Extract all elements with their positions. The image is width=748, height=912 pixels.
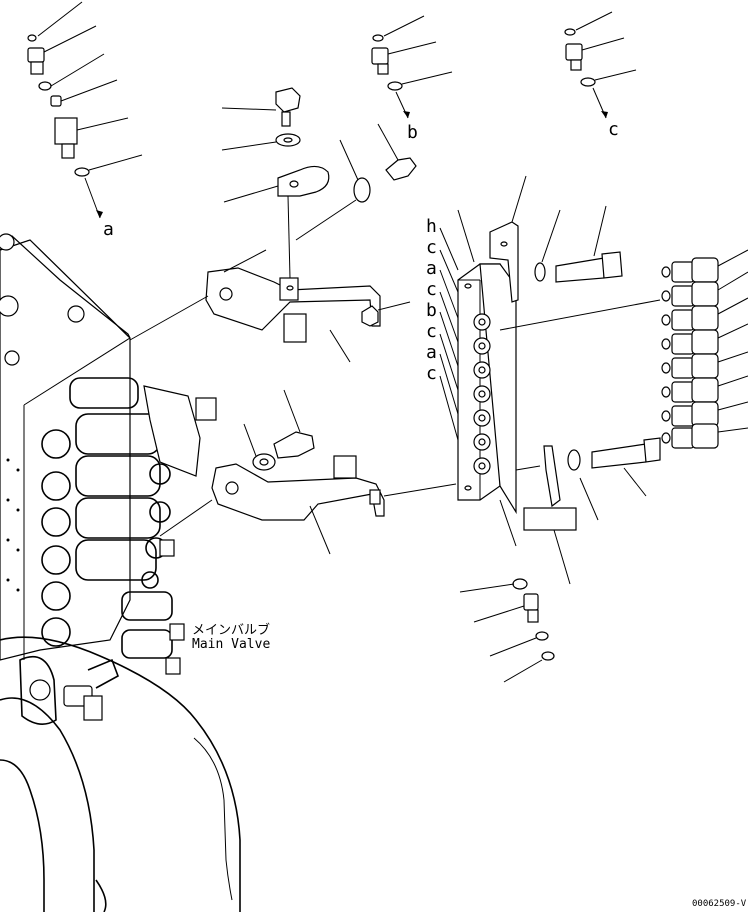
valve-side-holes (6, 458, 20, 592)
manifold-block (457, 209, 661, 547)
lower-frame (0, 636, 241, 912)
port-label-5: b (426, 300, 437, 321)
right-connector-column (661, 249, 748, 449)
drawing-code: 00062509-V (692, 899, 747, 909)
fitting-stack-c: c (564, 11, 637, 140)
fitting-stack-b: b (371, 15, 453, 143)
bottom-fitting-stack (459, 578, 555, 683)
upper-bracket (205, 249, 411, 363)
right-lower-bracket (523, 437, 661, 585)
port-label-2: c (426, 237, 437, 258)
middle-bolt-washer (243, 389, 315, 471)
port-label-column: h c a c b c a c (426, 216, 459, 441)
port-label-4: c (426, 279, 437, 300)
port-label-7: a (426, 342, 437, 363)
port-label-8: c (426, 363, 437, 384)
port-label-6: c (426, 321, 437, 342)
label-b: b (407, 122, 418, 143)
main-valve-label-en: Main Valve (192, 637, 270, 652)
solenoid-stack (41, 377, 185, 675)
lower-bracket (211, 455, 457, 555)
label-a: a (103, 219, 114, 240)
manifold-ports (473, 313, 491, 475)
label-c: c (608, 119, 619, 140)
fitting-stack-a: a (27, 1, 143, 240)
port-label-1: h (426, 216, 437, 237)
main-valve-assembly: メインバルブ Main Valve (0, 233, 270, 675)
right-upper-bracket (489, 175, 623, 303)
main-valve-label-jp: メインバルブ (192, 622, 270, 638)
bolt-washer-clamp (221, 87, 417, 279)
port-label-3: a (426, 258, 437, 279)
